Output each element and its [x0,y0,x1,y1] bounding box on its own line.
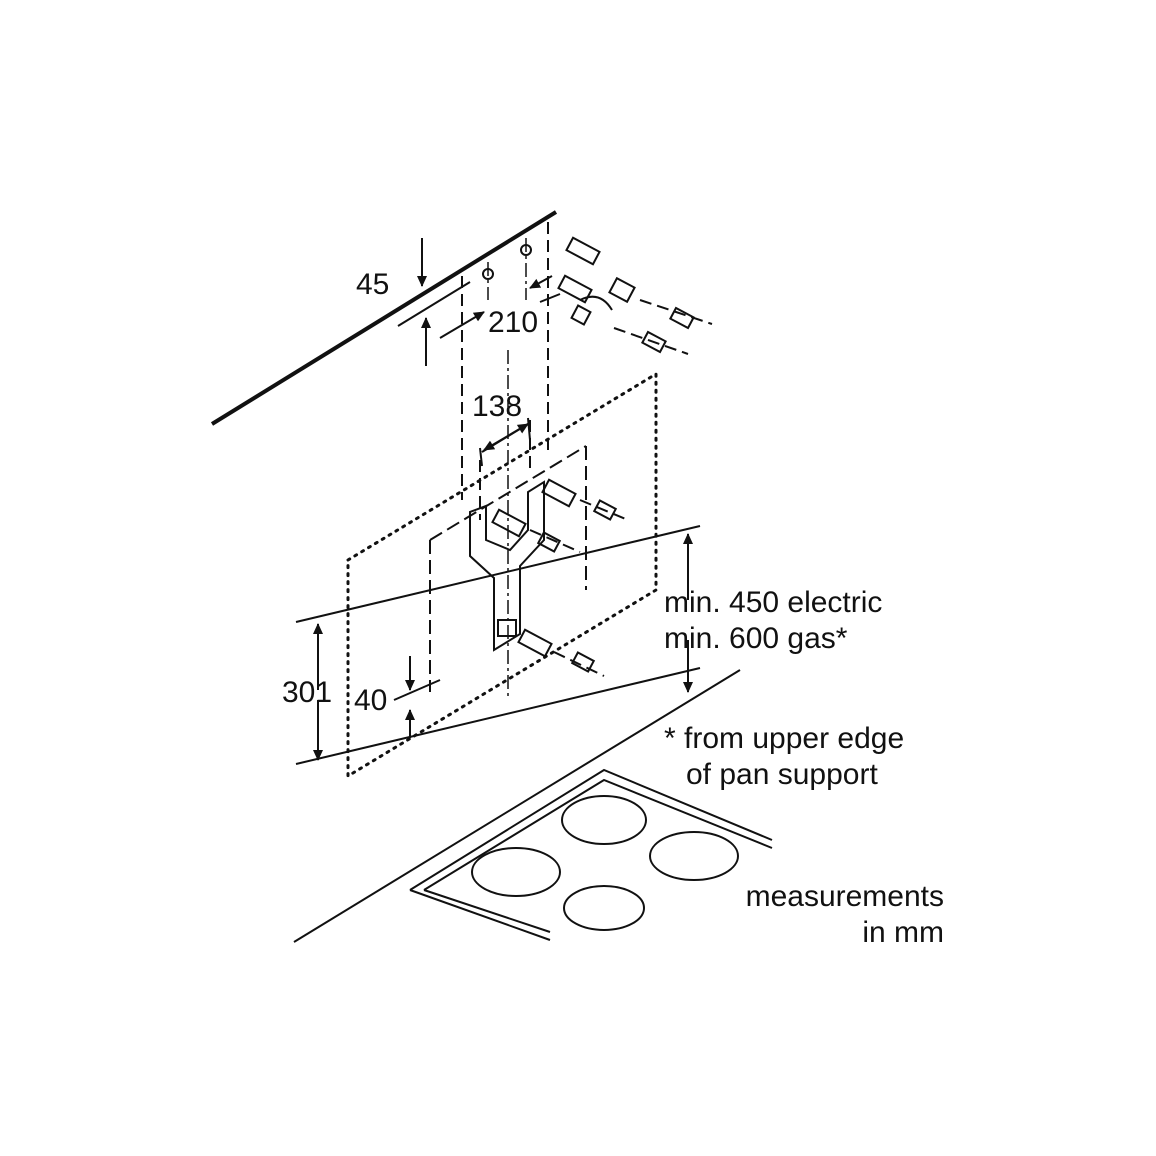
footnote-line2: of pan support [686,758,878,791]
label-301: 301 [282,676,333,709]
label-138: 138 [472,390,523,423]
middle-screws [491,478,629,553]
mounting-bracket [469,480,545,652]
hood-planes [295,525,701,765]
hood-outline-dotted [346,371,658,779]
inner-panel-dashed [429,445,587,692]
label-40: 40 [354,684,388,717]
hob [409,768,773,941]
top-hole-centerlines [487,238,527,300]
label-210: 210 [488,306,539,339]
dim-210 [439,275,553,339]
bottom-screw [517,628,605,677]
label-45: 45 [356,268,390,301]
worktop-line [293,669,741,943]
top-screws [539,236,713,355]
burner-front [563,885,645,931]
burner-back [561,795,647,845]
chimney-outline [461,222,549,520]
dim-138 [479,417,531,467]
burner-right [649,831,739,881]
ceiling-line [210,210,558,426]
top-hole-left [482,268,494,280]
clearance-gas: min. 600 gas* [664,622,848,655]
dim-40 [393,656,441,738]
clearance-electric: min. 450 electric [664,586,883,619]
top-hole-right [520,244,532,256]
burner-left [471,847,561,897]
bracket-slot [497,619,517,637]
dim-45 [397,238,471,366]
units-line2: in mm [862,916,944,949]
footnote-line1: * from upper edge [664,722,905,755]
units-line1: measurements [745,880,944,913]
